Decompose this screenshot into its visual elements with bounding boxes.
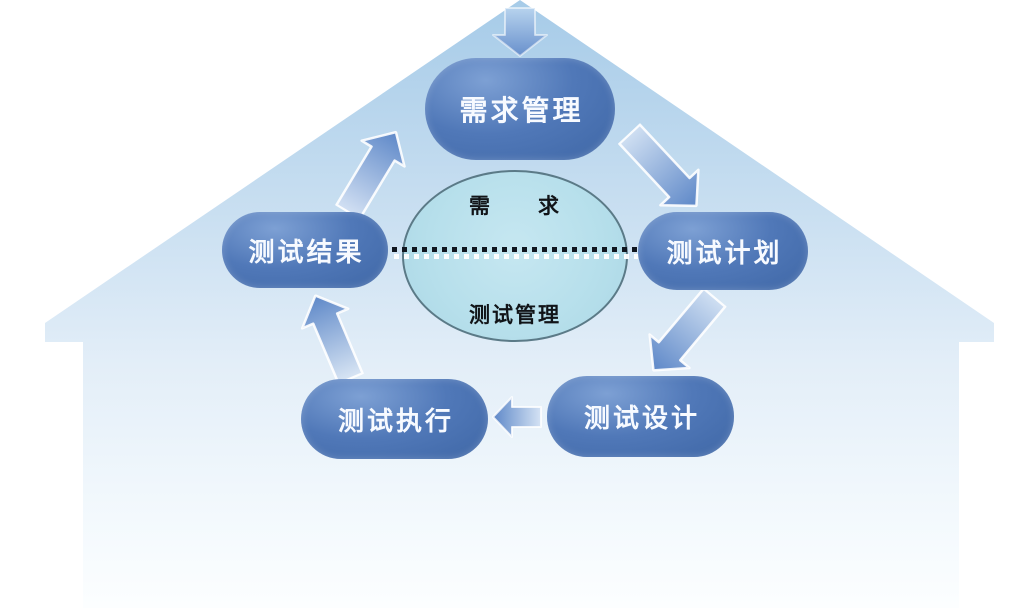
- node-test-results: 测试结果: [222, 212, 388, 288]
- arrow-left-icon: [492, 395, 542, 439]
- ellipse-bottom-label: 测试管理: [469, 304, 561, 327]
- node-test-plan: 测试计划: [638, 212, 808, 290]
- arrow-up-icon: [289, 284, 376, 391]
- arrow-down-left-icon: [631, 278, 738, 390]
- arrow-down-right-icon: [608, 114, 719, 227]
- ellipse-top-label: 需 求: [469, 195, 561, 218]
- arrow-up-right-icon: [324, 117, 421, 227]
- node-test-execution: 测试执行: [301, 379, 488, 459]
- divider-white-dashed-line: [394, 254, 638, 259]
- divider-dotted-line: [392, 247, 638, 252]
- node-requirements-management: 需求管理: [425, 58, 615, 160]
- arrow-down-icon: [491, 7, 549, 57]
- node-test-design: 测试设计: [547, 376, 734, 457]
